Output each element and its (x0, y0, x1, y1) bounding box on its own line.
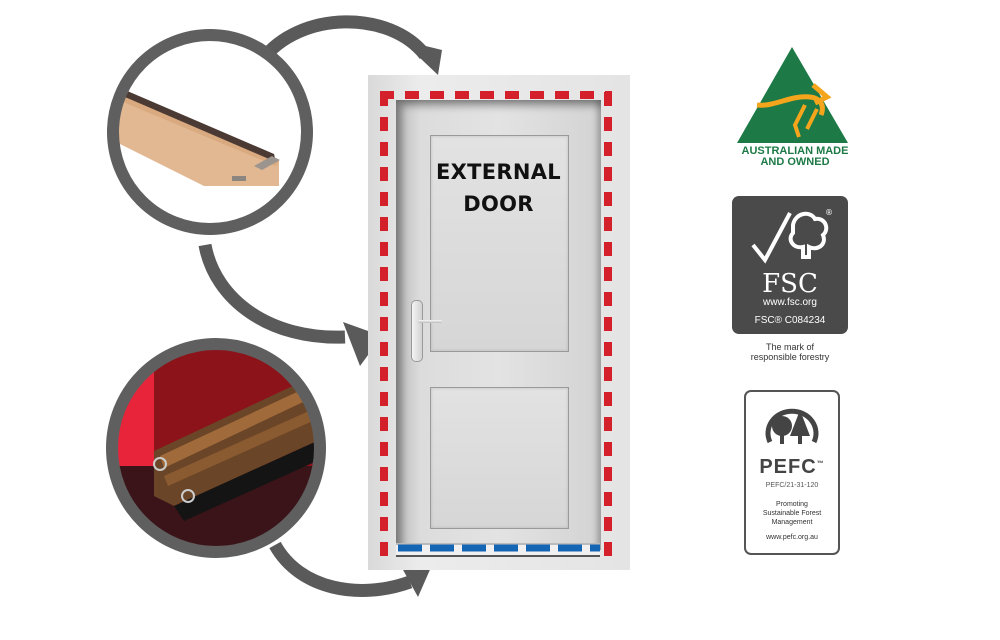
arrow-head-top-icon (401, 40, 442, 75)
door-label-line1: EXTERNAL (436, 160, 561, 184)
door-handle-lever (418, 320, 442, 323)
door-bottom-panel (430, 387, 569, 529)
fsc-code: FSC® C084234 (754, 315, 826, 326)
door-label: EXTERNAL DOOR (430, 156, 567, 220)
checkmark-tree-icon: ® (751, 208, 833, 264)
pefc-promo-line3: Management (771, 519, 813, 526)
svg-text:®: ® (825, 208, 833, 217)
fsc-name: FSC (762, 269, 818, 299)
pefc-name: PEFC™ (744, 456, 840, 479)
arrow-to-frame-top-icon (256, 15, 431, 65)
timber-seal-callout (107, 29, 313, 235)
fsc-logo (732, 196, 848, 334)
timber-door-seal-profile-icon (113, 81, 280, 186)
pefc-code: PEFC/21-31-120 (765, 482, 819, 489)
pefc-url: www.pefc.org.au (766, 534, 818, 541)
arrow-to-threshold-icon (269, 541, 413, 597)
australian-made-line2: AND OWNED (760, 156, 830, 168)
door-handle-plate (411, 300, 423, 362)
fsc-caption-line2: responsible forestry (750, 352, 830, 362)
pefc-promo: Promoting Sustainable Forest Management (744, 500, 840, 527)
fsc-caption-line1: The mark of (765, 342, 814, 352)
arrow-head-bottom-icon (402, 565, 432, 597)
pefc-name-text: PEFC (759, 456, 817, 478)
arrow-to-door-side-icon (198, 243, 346, 344)
australian-made-line1: AUSTRALIAN MADE (741, 145, 849, 157)
fsc-caption: The mark of responsible forestry (720, 342, 860, 362)
door-top-panel (430, 135, 569, 352)
pefc-tm: ™ (816, 460, 825, 468)
pefc-promo-line2: Sustainable Forest (762, 510, 822, 517)
door-bottom-seal-callout (106, 338, 326, 558)
trees-circle-icon (765, 408, 819, 444)
pefc-logo (744, 390, 840, 555)
australian-made-logo: AUSTRALIAN MADE AND OWNED (720, 146, 870, 168)
door-label-line2: DOOR (463, 192, 534, 216)
fsc-url: www.fsc.org (763, 297, 817, 308)
kangaroo-triangle-icon (737, 47, 848, 143)
pefc-promo-line1: Promoting (776, 501, 808, 508)
bronze-aluminium-door-bottom-seal-icon (112, 344, 320, 552)
